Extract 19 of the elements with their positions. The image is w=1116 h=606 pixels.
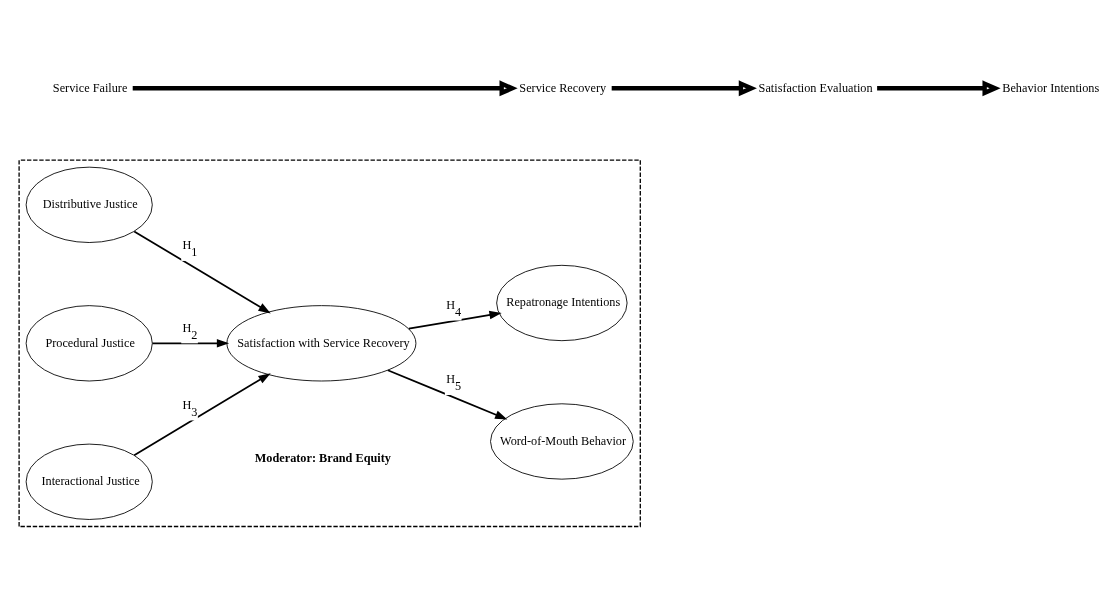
arrow [133, 373, 271, 457]
cluster [18, 159, 641, 528]
arrow [132, 80, 518, 97]
arrow [877, 80, 1001, 97]
node-text: Service Failure [52, 80, 128, 95]
node-text: Behavior Intentions [1002, 80, 1100, 95]
node-ellipse: Procedural Justice [25, 305, 153, 382]
arrow [386, 369, 508, 420]
arrow [407, 310, 502, 330]
arrow [151, 339, 230, 348]
node-text: Satisfaction Evaluation [758, 80, 873, 95]
node-ellipse: Distributive Justice [25, 166, 153, 243]
node-ellipse: Word-of-Mouth Behavior [490, 403, 634, 480]
node-ellipse: Interactional Justice [25, 443, 153, 520]
arrow [133, 230, 271, 314]
node-text: Service Recovery [519, 80, 607, 95]
arrow [611, 80, 757, 97]
node-ellipse: Repatronage Intentions [496, 264, 628, 342]
label: Moderator: Brand Equity [254, 451, 391, 466]
